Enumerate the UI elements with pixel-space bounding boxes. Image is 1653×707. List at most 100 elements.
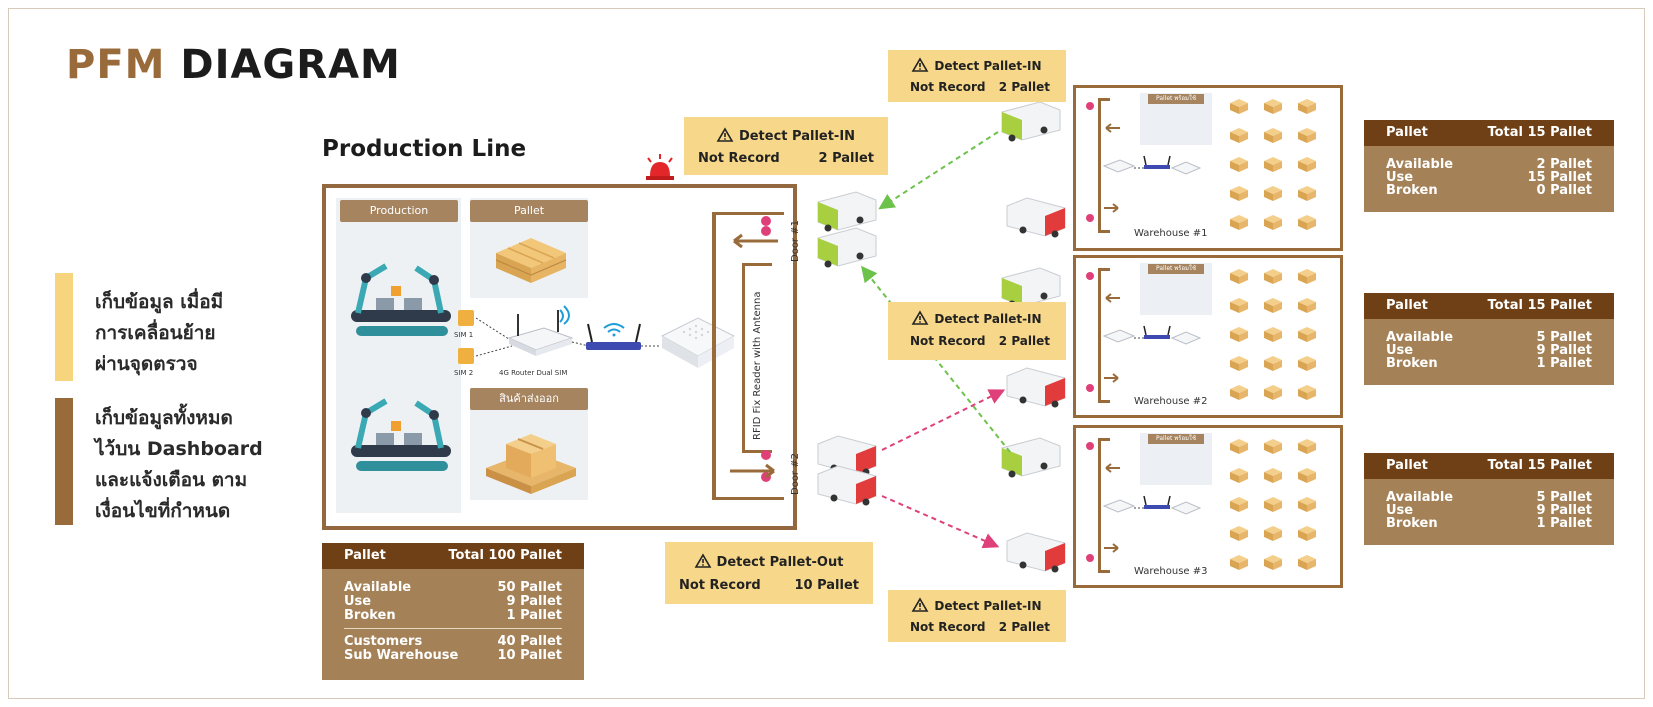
stats-label: Broken [1386, 356, 1438, 371]
side-note-2: เก็บข้อมูลทั้งหมด ไว้บน Dashboard และแจ้… [95, 407, 263, 522]
box-icon [1298, 468, 1316, 483]
stats-value: 40 Pallet [497, 634, 562, 649]
truck-icon [1001, 437, 1061, 478]
stats-head-left: Pallet [1386, 125, 1428, 140]
truck-icon [817, 191, 877, 232]
stats-label: Available [1386, 490, 1454, 505]
box-icon [1230, 468, 1248, 483]
truck-icon [1001, 101, 1061, 142]
box-icon [1264, 215, 1282, 230]
warning-icon [694, 553, 711, 568]
side-note-1: เก็บข้อมูล เมื่อมี การเคลื่อนย้าย ผ่านจุ… [95, 291, 224, 375]
alert-right: 10 Pallet [794, 578, 859, 593]
box-icon [1230, 128, 1248, 143]
warehouse-equipment [1086, 438, 1202, 573]
warehouse-1-label: Warehouse #1 [1134, 228, 1208, 239]
box-icon [486, 434, 576, 494]
box-icon [1264, 356, 1282, 371]
stats-label: Use [1386, 503, 1414, 518]
warning-icon [912, 57, 929, 72]
robot-arm-icon [351, 398, 451, 471]
stats-value: 1 Pallet [1536, 356, 1592, 371]
truck-icon [1006, 197, 1066, 238]
alert-production-out: Detect Pallet-Out Not Record 10 Pallet [665, 542, 873, 604]
production-card-header: Production [340, 200, 458, 222]
pallet-panel-3-head: Pallet พร้อมใช้ [1148, 434, 1204, 444]
rfid-rail [742, 265, 745, 450]
box-icon [1264, 385, 1282, 400]
side-note-bar-2 [55, 398, 73, 525]
stats-label: Use [1386, 343, 1414, 358]
box-icon [1298, 497, 1316, 512]
box-icon [1230, 157, 1248, 172]
alert-title: Detect Pallet-IN [934, 312, 1042, 326]
production-card [336, 198, 461, 513]
box-icon [1298, 157, 1316, 172]
stats-value: 9 Pallet [1536, 343, 1592, 358]
sim1-label: SIM 1 [454, 331, 474, 339]
truck-icon [817, 465, 877, 506]
alert-left: Not Record [679, 578, 761, 593]
box-icon [1230, 298, 1248, 313]
stats-label: Available [1386, 157, 1454, 172]
stats-label: Sub Warehouse [344, 648, 459, 663]
stats-head-right: Total 15 Pallet [1487, 125, 1592, 140]
alert-left: Not Record [698, 151, 780, 166]
box-icon [1230, 327, 1248, 342]
stats-value: 9 Pallet [1536, 503, 1592, 518]
warehouse-equipment [1086, 268, 1202, 403]
box-icon [1264, 439, 1282, 454]
box-icon [1264, 269, 1282, 284]
router-label: 4G Router Dual SIM [499, 369, 568, 377]
alert-title: Detect Pallet-IN [738, 129, 856, 144]
stats-head-left: Pallet [1386, 458, 1428, 473]
stats-head-left: Pallet [344, 548, 386, 563]
stats-label: Available [344, 580, 412, 595]
alert-left: Not Record [910, 620, 986, 634]
box-icon [1298, 439, 1316, 454]
stats-label: Use [1386, 170, 1414, 185]
box-icon [1230, 439, 1248, 454]
stats-divider [344, 628, 562, 629]
box-icon [1298, 215, 1316, 230]
truck-icon [1006, 532, 1066, 573]
stats-value: 2 Pallet [1536, 157, 1592, 172]
warehouse-2-label: Warehouse #2 [1134, 396, 1208, 407]
box-icon [1298, 385, 1316, 400]
truck-icon [1006, 367, 1066, 408]
alert-production-in: Detect Pallet-IN Not Record 2 Pallet [684, 117, 888, 175]
warning-icon [912, 597, 929, 612]
rfid-rail-bottom [742, 450, 772, 453]
alert-title: Detect Pallet-IN [934, 599, 1042, 613]
alert-title: Detect Pallet-Out [716, 555, 844, 570]
stats-value: 1 Pallet [506, 608, 562, 623]
title-pfm: PFM [66, 42, 166, 88]
box-icon [1230, 497, 1248, 512]
pallet-icon [495, 238, 567, 283]
box-icon [1298, 298, 1316, 313]
stats-value: 5 Pallet [1536, 330, 1592, 345]
box-icon [1264, 128, 1282, 143]
siren-icon [646, 154, 674, 180]
robot-arm-icon [351, 263, 451, 336]
alert-left: Not Record [910, 334, 986, 348]
truck-icon [817, 227, 877, 268]
box-icon [1230, 269, 1248, 284]
warning-icon [912, 310, 929, 325]
sim2-label: SIM 2 [454, 369, 474, 377]
box-icon [1298, 526, 1316, 541]
rfid-rail-top [742, 263, 772, 266]
box-icon [1298, 356, 1316, 371]
pallet-card-header: Pallet [470, 200, 588, 222]
alert-right: 2 Pallet [818, 151, 874, 166]
stats-head-left: Pallet [1386, 298, 1428, 313]
stats-value: 1 Pallet [1536, 516, 1592, 531]
box-icon [1264, 327, 1282, 342]
pallet-panel-2-head: Pallet พร้อมใช้ [1148, 264, 1204, 274]
production-line-box: Production Pallet สินค้าส่งออก [322, 184, 797, 530]
